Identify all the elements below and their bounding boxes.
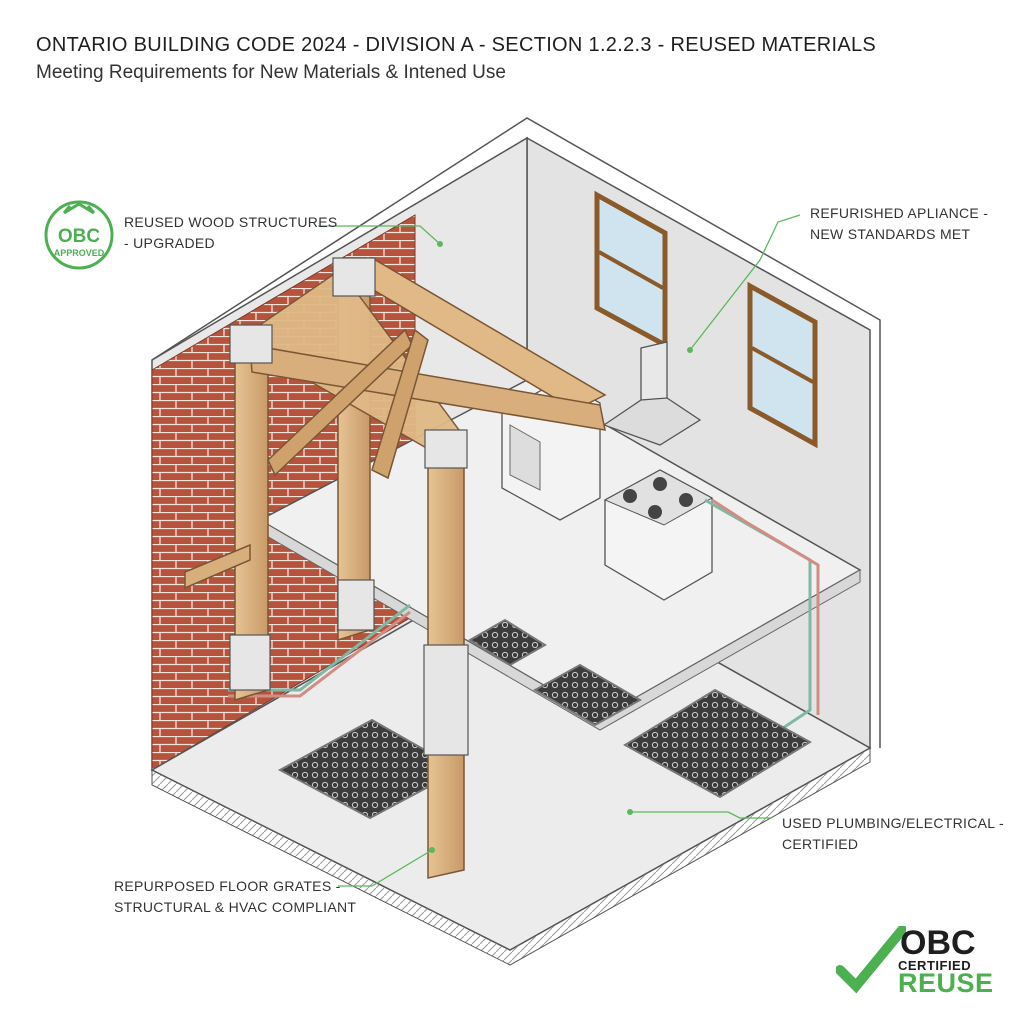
obc-certified-reuse-badge: OBC CERTIFIED REUSE xyxy=(836,924,996,998)
callout-grates-line1: REPURPOSED FLOOR GRATES - xyxy=(114,878,341,894)
callout-appliance: REFURISHED APLIANCE - NEW STANDARDS MET xyxy=(810,203,988,245)
callout-appliance-line2: NEW STANDARDS MET xyxy=(810,226,971,242)
refurbished-stove xyxy=(603,469,714,601)
callout-floor-grates: REPURPOSED FLOOR GRATES - STRUCTURAL & H… xyxy=(114,876,356,918)
cert-obc-label: OBC xyxy=(900,924,976,962)
obc-approved-badge: OBC APPROVED xyxy=(44,200,114,270)
cert-reuse-label: REUSE xyxy=(898,968,994,998)
callout-plumbing-line1: USED PLUMBING/ELECTRICAL - xyxy=(782,815,1004,831)
range-hood xyxy=(602,341,702,446)
callout-wood-line1: REUSED WOOD STRUCTURES xyxy=(124,214,338,230)
window-lower xyxy=(747,281,818,449)
floor-edge xyxy=(151,747,871,966)
floor-grate-right xyxy=(623,688,812,799)
room-outline xyxy=(151,117,881,748)
badge-approved-label: APPROVED xyxy=(54,248,105,258)
badge-obc-label: OBC xyxy=(58,226,101,247)
callout-plumbing-line2: CERTIFIED xyxy=(782,836,859,852)
recycle-icon xyxy=(62,202,96,215)
cert-certified-label: CERTIFIED xyxy=(898,958,972,973)
steel-brackets xyxy=(229,257,469,756)
checkmark-icon xyxy=(836,926,906,994)
callout-points xyxy=(429,241,693,853)
callout-appliance-line1: REFURISHED APLIANCE - xyxy=(810,205,989,221)
reused-wood-frame xyxy=(184,256,607,879)
floor-grate-mid xyxy=(532,663,643,727)
callout-leaders xyxy=(318,214,801,887)
floor-grate-mid2 xyxy=(468,618,547,667)
page-subtitle: Meeting Requirements for New Materials &… xyxy=(36,62,506,83)
callout-plumbing: USED PLUMBING/ELECTRICAL - CERTIFIED xyxy=(782,813,1004,855)
callout-wood-structures: REUSED WOOD STRUCTURES - UPGRADED xyxy=(124,212,338,254)
callout-grates-line2: STRUCTURAL & HVAC COMPLIANT xyxy=(114,899,357,915)
page-title: ONTARIO BUILDING CODE 2024 - DIVISION A … xyxy=(36,34,877,56)
callout-wood-line2: - UPGRADED xyxy=(124,235,215,251)
